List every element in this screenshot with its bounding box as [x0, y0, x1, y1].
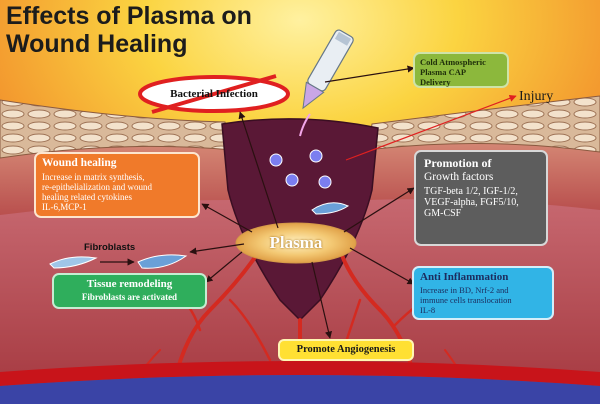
wound-healing-line-2: re-epithelialization and wound — [42, 182, 152, 192]
injury-label: Injury — [519, 89, 554, 104]
anti-heading: Anti Inflammation — [420, 271, 509, 283]
diagram-title: Effects of Plasma on Wound Healing — [6, 2, 252, 58]
anti-line-1: Increase in BD, Nrf-2 and — [420, 285, 509, 295]
cap-line-1: Cold Atmospheric — [420, 57, 486, 67]
anti-line-2: immune cells translocation — [420, 295, 512, 305]
tissue-sub: Fibroblasts are activated — [81, 292, 178, 302]
wound-healing-line-3: healing related cytokines — [42, 192, 132, 202]
tissue-remodeling-box: Tissue remodeling Fibroblasts are activa… — [52, 273, 207, 309]
growth-factors-box: Promotion of Growth factors TGF-beta 1/2… — [414, 150, 548, 246]
cap-delivery-box: Cold Atmospheric Plasma CAP Delivery — [413, 52, 509, 88]
angiogenesis-label: Promote Angiogenesis — [296, 344, 396, 355]
title-line-2: Wound Healing — [6, 30, 188, 58]
angiogenesis-box: Promote Angiogenesis — [278, 339, 414, 361]
wound-healing-box: Wound healing Increase in matrix synthes… — [34, 152, 200, 218]
growth-line-2: VEGF-alpha, FGF5/10, — [424, 197, 519, 208]
tissue-heading: Tissue remodeling — [86, 278, 173, 290]
cap-line-2: Plasma CAP — [420, 67, 467, 77]
growth-line-3: GM-CSF — [424, 208, 462, 219]
anti-line-3: IL-8 — [420, 305, 436, 315]
plasma-center-label: Plasma — [269, 233, 323, 252]
wound-healing-line-1: Increase in matrix synthesis, — [42, 172, 145, 182]
anti-inflammation-box: Anti Inflammation Increase in BD, Nrf-2 … — [412, 266, 554, 320]
bacterial-infection-label: Bacterial Infection — [170, 88, 258, 100]
wound-healing-heading: Wound healing — [42, 157, 117, 169]
growth-subheading: Growth factors — [424, 171, 494, 183]
title-line-1: Effects of Plasma on — [6, 2, 252, 30]
wound-healing-line-4: IL-6,MCP-1 — [42, 202, 87, 212]
growth-heading: Promotion of — [424, 156, 492, 170]
fibroblasts-label: Fibroblasts — [84, 242, 136, 253]
cap-line-3: Delivery — [420, 77, 451, 87]
growth-line-1: TGF-beta 1/2, IGF-1/2, — [424, 186, 518, 197]
